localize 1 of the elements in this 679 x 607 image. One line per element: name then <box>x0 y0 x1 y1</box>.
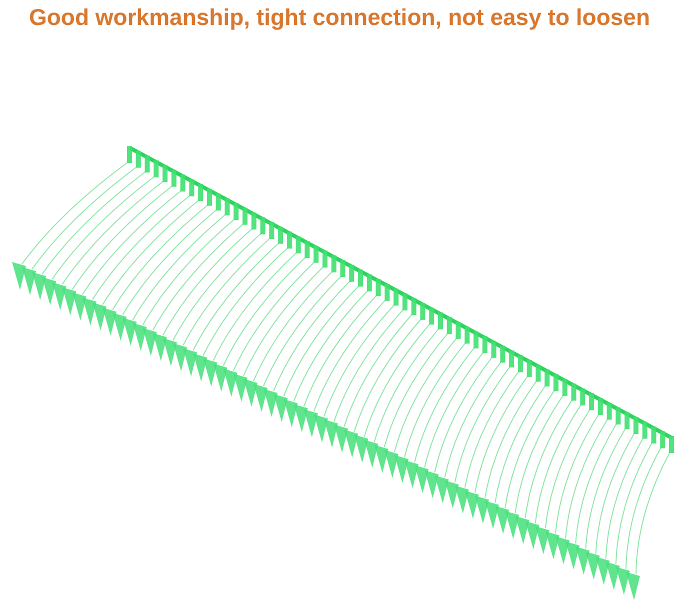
title: Good workmanship, tight connection, not easy to loosen <box>28 4 652 31</box>
